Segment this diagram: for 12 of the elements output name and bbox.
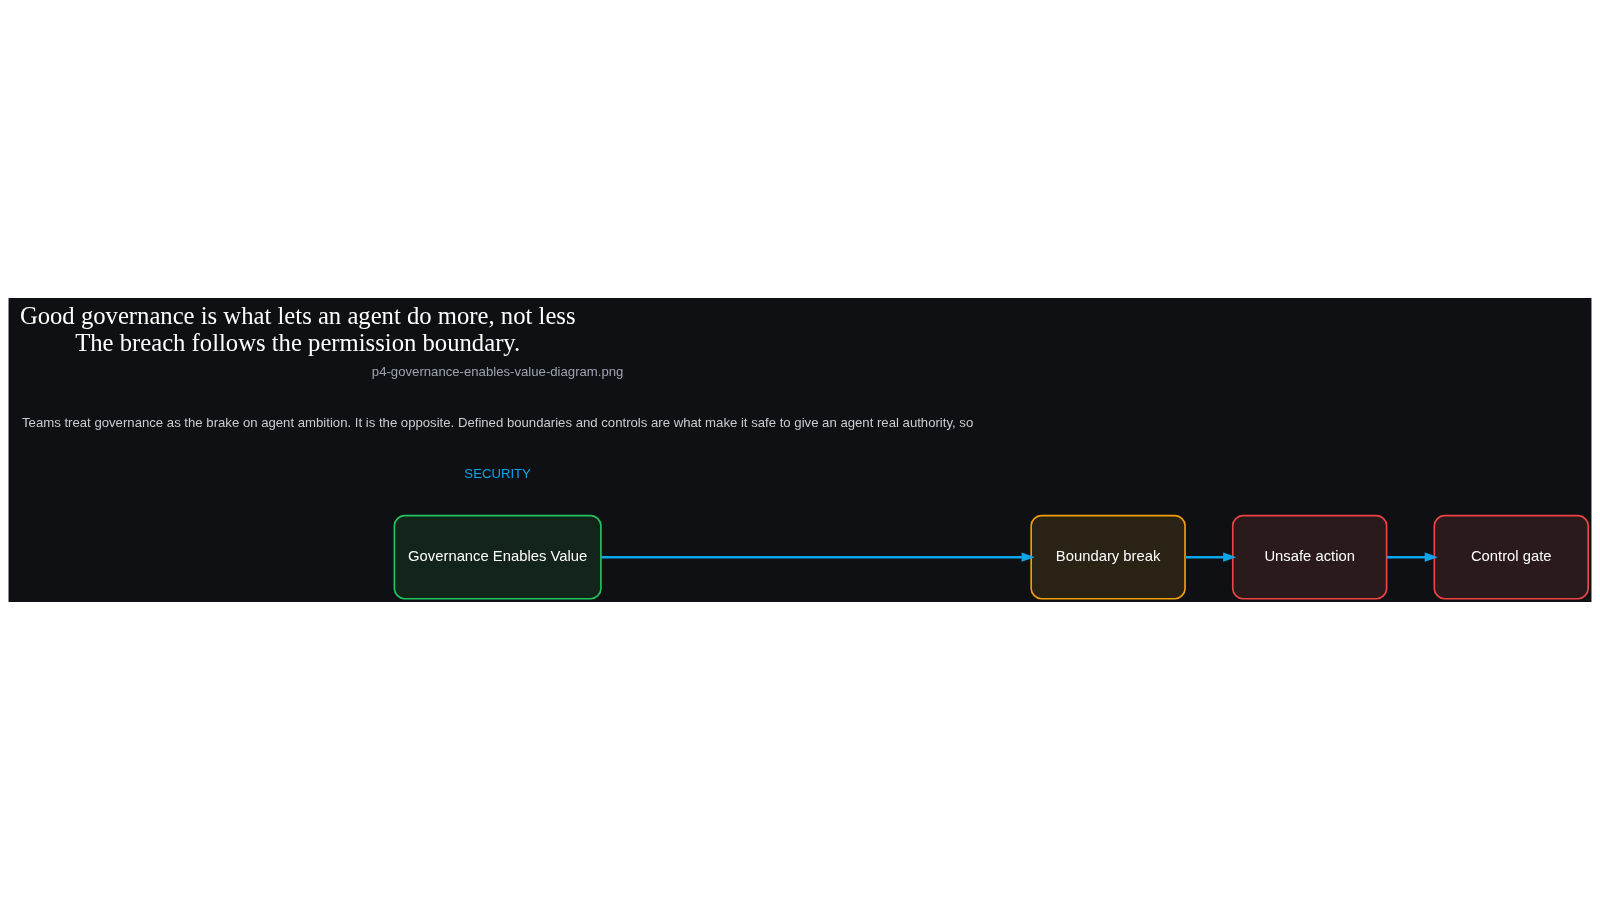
node-box: Governance Enables Value: [393, 514, 602, 600]
node-box: Unsafe action: [1231, 514, 1388, 600]
node-box: Control gate: [1433, 514, 1589, 600]
arrow: [601, 552, 1035, 562]
diagram-title: Good governance is what lets an agent do more, not less: [19, 302, 576, 330]
caption: The breach follows the permission boundary.: [75, 329, 521, 357]
arrow: [1386, 552, 1438, 562]
label: Teams treat governance as the brake on agent ambition. It is the opposite. Defined boundaries and controls are what make it safe to give an agent real authority, so: [22, 415, 974, 430]
arrow: [1185, 552, 1237, 562]
node-box: Boundary break: [1030, 514, 1186, 600]
label: SECURITY: [464, 466, 531, 482]
label: p4-governance-enables-value-diagram.png: [371, 364, 624, 379]
